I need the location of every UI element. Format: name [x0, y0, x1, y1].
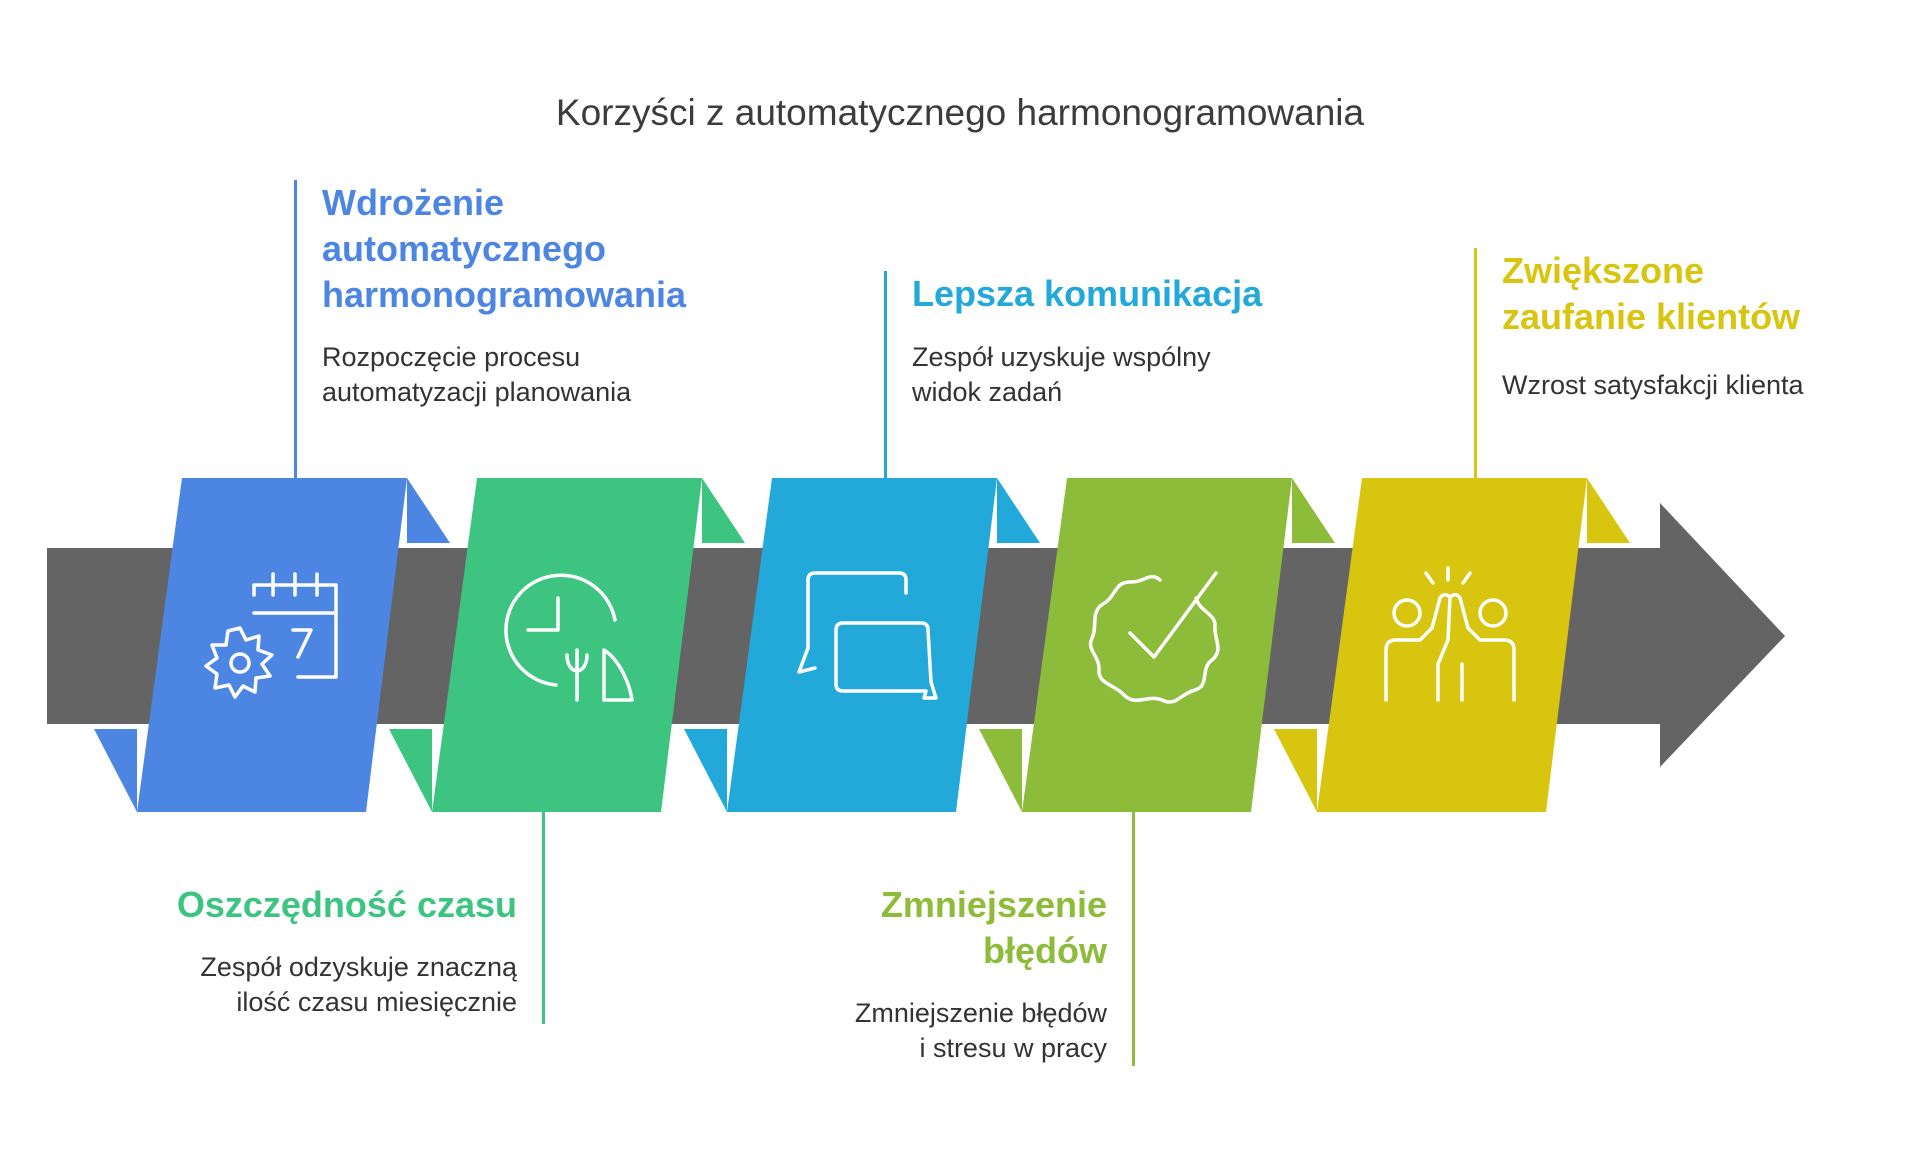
step-1-connector: [294, 180, 297, 478]
step-1-block: [94, 478, 450, 812]
step-3-fold-top: [997, 478, 1040, 543]
step-1-fold-bottom: [94, 729, 137, 812]
step-3-fold-bottom: [684, 729, 727, 812]
step-5-block: [1274, 478, 1630, 812]
step-2-block: [389, 478, 745, 812]
chat-bubbles-icon: [797, 571, 938, 700]
step-4-fold-top: [1292, 478, 1335, 543]
step-2-connector: [542, 812, 545, 1024]
step-3-panel: [727, 478, 997, 812]
step-2-fold-bottom: [389, 729, 432, 812]
diagram-title: Korzyści z automatycznego harmonogramowa…: [555, 92, 1365, 133]
arrow-head: [1660, 503, 1785, 767]
calendar-gear-icon: [204, 572, 338, 699]
step-1-description: Rozpoczęcie procesu automatyzacji planow…: [322, 342, 632, 407]
step-5-fold-bottom: [1274, 729, 1317, 812]
step-4-panel: [1022, 478, 1292, 812]
step-5-description: Wzrost satysfakcji klienta: [1502, 370, 1804, 400]
step-4-connector: [1132, 812, 1135, 1066]
step-4-fold-bottom: [979, 729, 1022, 812]
step-2-description: Zespół odzyskuje znaczną ilość czasu mie…: [200, 952, 517, 1017]
check-badge-icon: [1088, 571, 1220, 704]
step-4-description: Zmniejszenie błędów i stresu w pracy: [854, 998, 1107, 1063]
step-2-fold-top: [702, 478, 745, 543]
step-5-heading: Zwiększone zaufanie klientów: [1502, 250, 1801, 337]
step-3-connector: [884, 271, 887, 478]
step-1-fold-top: [407, 478, 450, 543]
step-2-panel: [432, 478, 702, 812]
step-4-heading: Zmniejszenie błędów: [880, 884, 1107, 971]
step-5-connector: [1474, 248, 1477, 478]
step-3-heading: Lepsza komunikacja: [912, 273, 1263, 314]
clock-plant-icon: [504, 573, 634, 702]
step-3-block: [684, 478, 1040, 812]
step-1-heading: Wdrożenie automatycznego harmonogramowan…: [322, 182, 687, 315]
step-5-fold-top: [1587, 478, 1630, 543]
step-5-panel: [1317, 478, 1587, 812]
high-five-icon: [1384, 566, 1516, 702]
step-3-description: Zespół uzyskuje wspólny widok zadań: [912, 342, 1211, 407]
step-2-heading: Oszczędność czasu: [176, 884, 517, 925]
step-1-panel: [137, 478, 407, 812]
step-4-block: [979, 478, 1335, 812]
